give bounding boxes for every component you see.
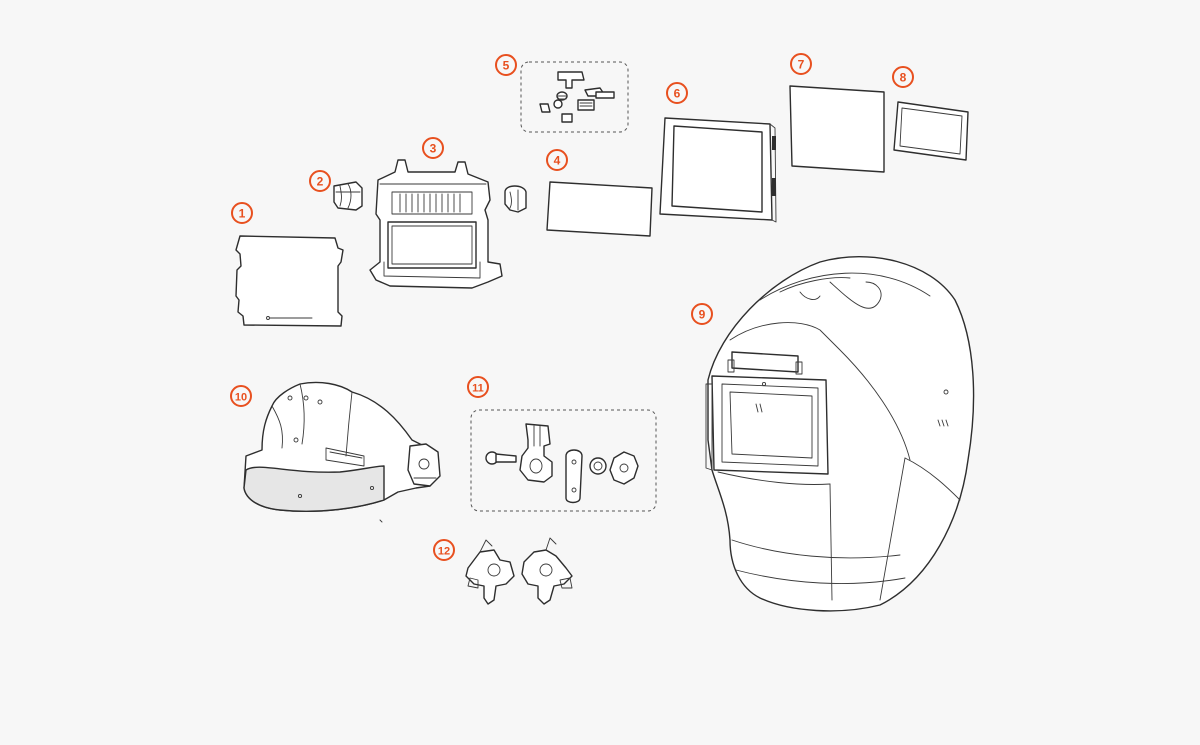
svg-text:3: 3 xyxy=(430,142,437,156)
part-6-adf-cartridge xyxy=(659,117,777,223)
part-7-clear-lens xyxy=(789,85,885,173)
part-9-helmet-shell xyxy=(705,256,975,612)
callout-9: 9 xyxy=(691,303,713,325)
svg-text:10: 10 xyxy=(235,392,247,404)
svg-text:8: 8 xyxy=(900,71,907,85)
svg-text:11: 11 xyxy=(472,383,484,395)
callout-3: 3 xyxy=(422,137,444,159)
callout-11: 11 xyxy=(467,376,489,398)
kit-hardware-pieces xyxy=(539,71,615,123)
callout-6: 6 xyxy=(666,82,688,104)
svg-text:6: 6 xyxy=(674,87,681,101)
svg-text:7: 7 xyxy=(798,58,805,72)
part-8-magnifier-lens xyxy=(893,101,969,161)
kit-pivot-pieces xyxy=(485,423,639,504)
part-1-cover-plate xyxy=(235,235,344,327)
svg-text:5: 5 xyxy=(503,59,510,73)
svg-text:1: 1 xyxy=(239,207,246,221)
part-10-headgear xyxy=(243,381,441,523)
part-12-ratchet-knobs xyxy=(465,537,573,605)
part-3-side-clip xyxy=(504,185,527,213)
callout-2: 2 xyxy=(309,170,331,192)
callout-10: 10 xyxy=(230,385,252,407)
svg-text:4: 4 xyxy=(554,154,561,168)
callout-12: 12 xyxy=(433,539,455,561)
svg-text:2: 2 xyxy=(317,175,324,189)
ratchet-knob-left xyxy=(465,539,515,605)
svg-text:12: 12 xyxy=(438,546,450,558)
svg-text:9: 9 xyxy=(699,308,706,322)
callout-5: 5 xyxy=(495,54,517,76)
callout-1: 1 xyxy=(231,202,253,224)
callout-7: 7 xyxy=(790,53,812,75)
part-4-inner-lens xyxy=(546,181,653,237)
part-5-hardware-kit xyxy=(520,61,629,133)
part-11-pivot-kit xyxy=(470,409,657,512)
part-3-adf-frame xyxy=(369,159,503,289)
callout-4: 4 xyxy=(546,149,568,171)
callout-8: 8 xyxy=(892,66,914,88)
part-2-bracket xyxy=(333,181,363,211)
ratchet-knob-right xyxy=(521,537,573,605)
